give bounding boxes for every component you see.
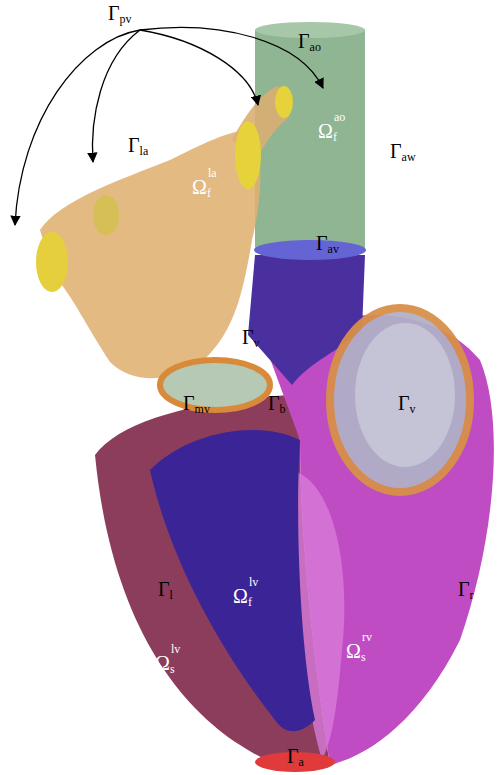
region-label: Ωf (233, 585, 252, 613)
left-ventricle-wall (95, 395, 330, 769)
region-label: Γla (128, 134, 148, 162)
leader-arrow (140, 30, 258, 105)
region-label: Γaw (390, 140, 416, 168)
region-label: Γa (287, 745, 304, 773)
leader-arrows (15, 27, 323, 225)
region-label: Γv (398, 392, 416, 420)
region-label: Γav (316, 232, 339, 260)
leader-arrow (15, 30, 140, 225)
region-label: Γao (298, 30, 321, 58)
pulmonary-vein (235, 121, 261, 189)
aortic-valve (254, 240, 366, 260)
region-label: Γv (242, 326, 260, 354)
region-label: Γr (458, 578, 474, 606)
pulmonary-vein (275, 86, 293, 118)
lv-cavity (150, 430, 315, 731)
region-label: Γmv (183, 392, 210, 420)
superscript-label: lv (249, 575, 258, 589)
pulmonary-vein (36, 232, 68, 292)
region-label: Ωf (192, 176, 211, 204)
mitral-valve (160, 360, 270, 410)
superscript-label: lv (171, 642, 180, 656)
valve-inner (355, 323, 455, 467)
pulmonary-vein (93, 195, 119, 235)
region-label: Ωs (346, 640, 366, 668)
left-atrium (40, 130, 260, 378)
region-label: Γpv (108, 2, 132, 30)
aorta (255, 30, 365, 252)
region-label: Ωf (318, 120, 337, 148)
superscript-label: rv (362, 630, 372, 644)
superscript-label: ao (334, 110, 345, 124)
region-label: Ωs (155, 652, 175, 680)
region-label: Γb (268, 392, 286, 420)
superscript-label: la (208, 166, 217, 180)
aorta-outlet (255, 22, 365, 38)
tricuspid-valve (330, 308, 470, 492)
region-label: Γl (158, 578, 173, 606)
leader-arrow (140, 27, 323, 88)
